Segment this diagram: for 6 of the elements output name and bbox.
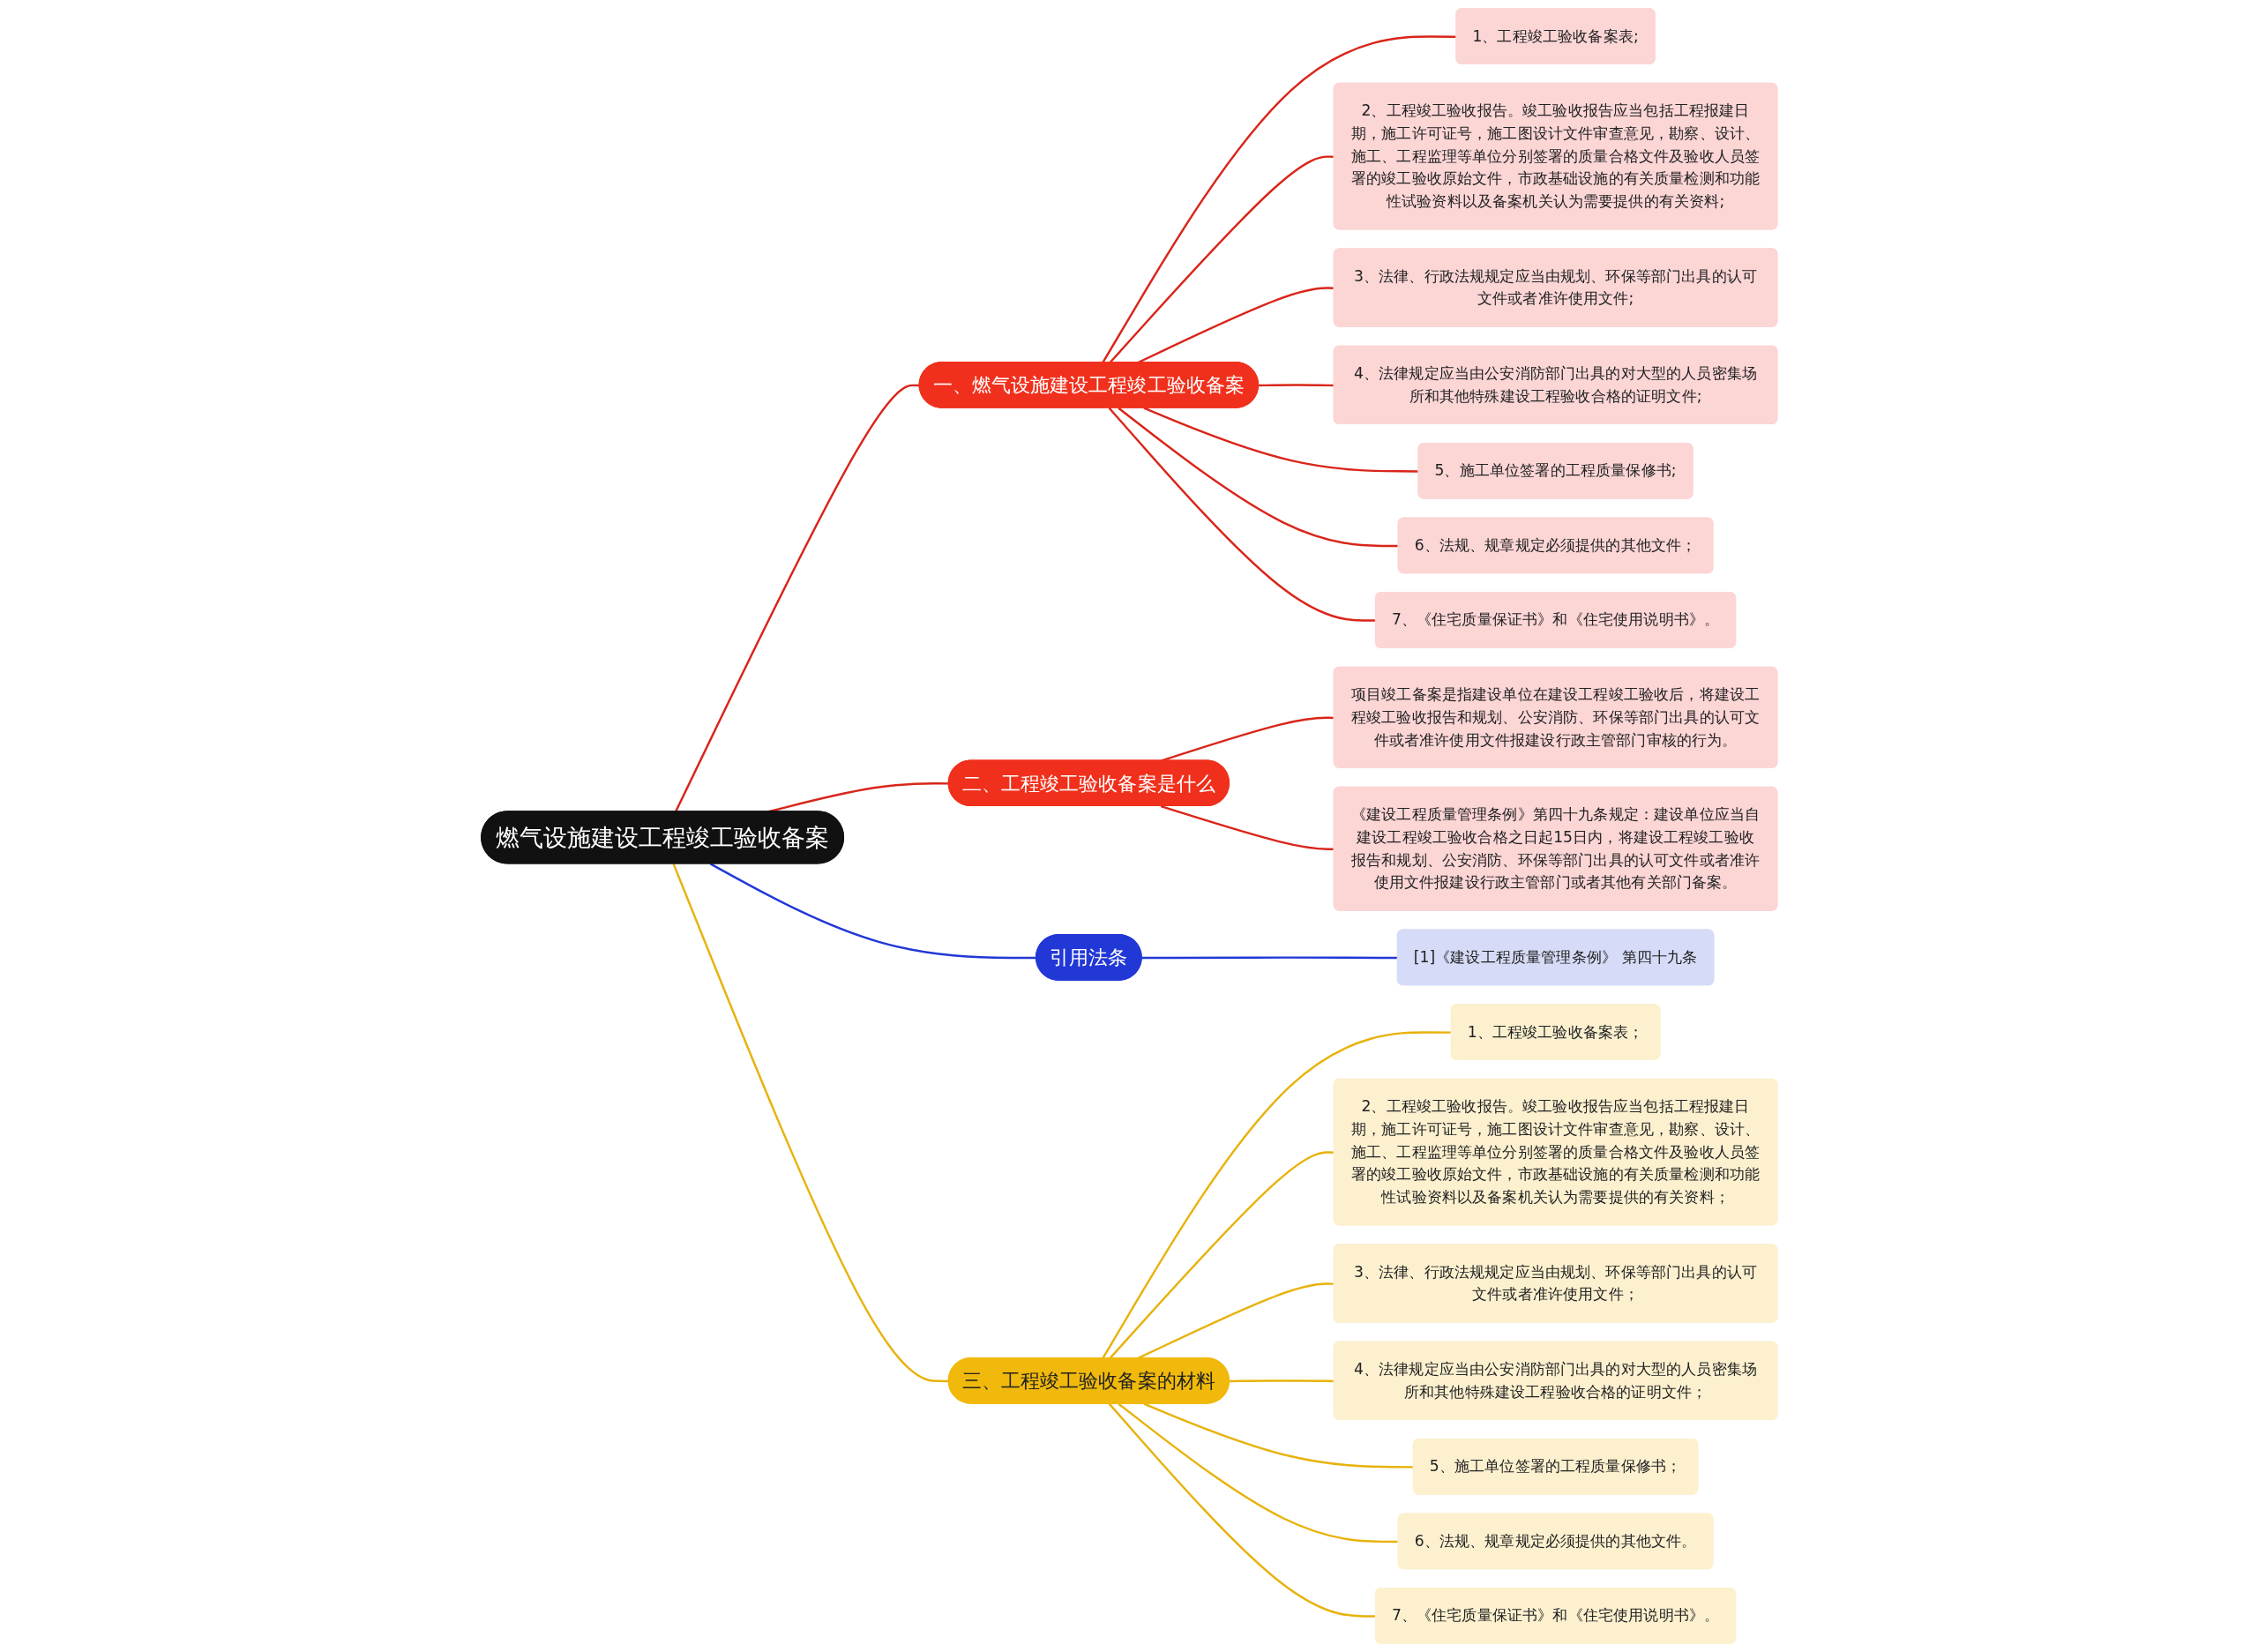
connector [709, 863, 1036, 960]
connector [1108, 1402, 1376, 1618]
connector [1108, 407, 1376, 622]
connector [1143, 1402, 1414, 1469]
connector [672, 863, 949, 1383]
connector [1141, 956, 1398, 960]
